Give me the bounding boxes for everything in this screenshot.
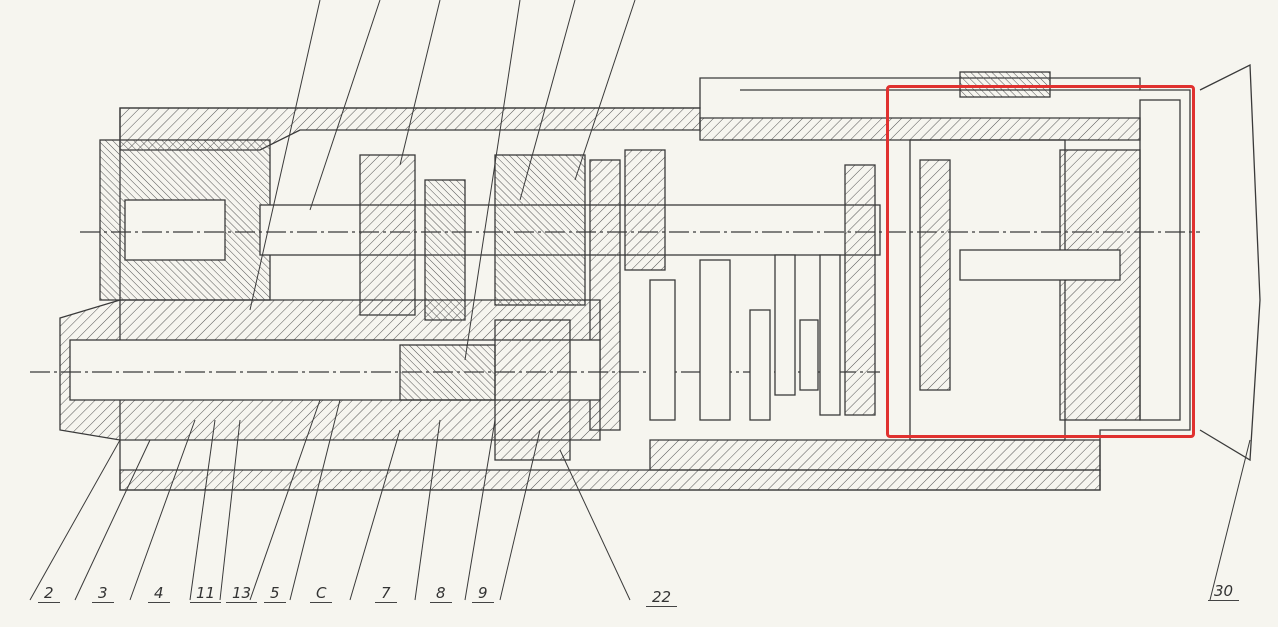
callout-7: 7 [375, 584, 397, 603]
callout-13: 13 [226, 584, 258, 603]
callout-4: 4 [148, 584, 170, 603]
callout-2: 2 [38, 584, 60, 603]
callout-5: 5 [264, 584, 286, 603]
callout-3: 3 [92, 584, 114, 603]
callout-30: 30 [1208, 582, 1240, 601]
callout-8: 8 [430, 584, 452, 603]
callout-22: 22 [646, 588, 678, 607]
callout-c: C [310, 584, 333, 603]
callout-9: 9 [472, 584, 494, 603]
callout-11: 11 [190, 584, 222, 603]
highlight-box [886, 85, 1195, 438]
housing-bottom-wall [119, 469, 1101, 491]
